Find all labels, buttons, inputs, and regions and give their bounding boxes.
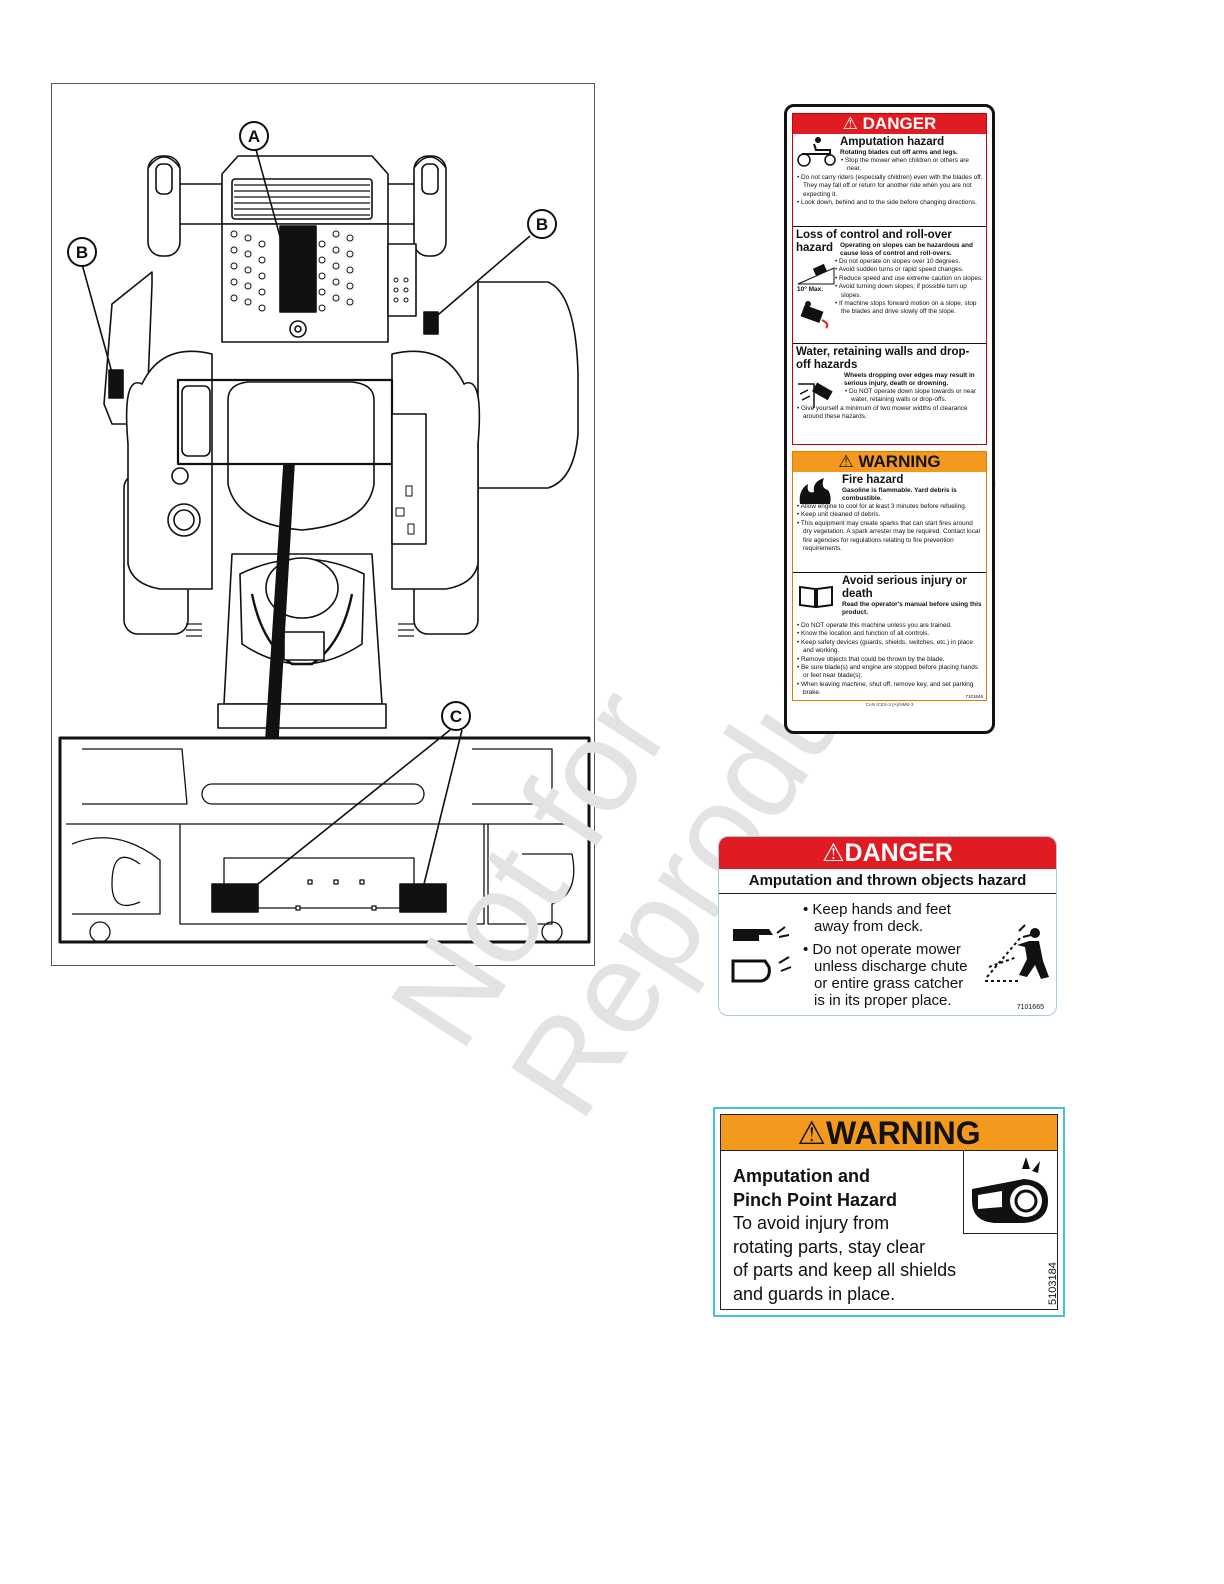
manual-section: Avoid serious injury or death Read the o… [793, 572, 986, 700]
slope-max-label: 10° Max. [797, 286, 824, 293]
dropoff-subtitle: Wheels dropping over edges may result in… [844, 372, 975, 387]
manual-item: Know the location and function of all co… [796, 630, 983, 638]
decal-part-number: 7101665 [1016, 1004, 1044, 1011]
safety-decal-7101646: ⚠ DANGER Amputation hazard Rotating blad… [784, 104, 995, 734]
manual-item: Keep safety devices (guards, shields, sw… [796, 639, 983, 656]
callout-c-label: C [450, 707, 462, 726]
danger-header: ⚠ DANGER [793, 114, 986, 134]
decal-inner-frame: ⚠WARNING Amputation and Pinch Point Haza… [720, 1114, 1059, 1310]
manual-item: Do NOT operate this machine unless you a… [796, 622, 983, 630]
callout-b-left-circle [67, 237, 97, 267]
thrown-objects-icon [985, 924, 1049, 982]
decal-part-number: 5103184 [1047, 1262, 1059, 1305]
callout-c-circle [441, 701, 471, 731]
rollover-item: Reduce speed and use extreme caution on … [834, 275, 983, 283]
fire-item: This equipment may create sparks that ca… [796, 520, 983, 554]
rollover-item: Avoid turning down slopes; if possible t… [834, 283, 983, 300]
fire-icon [799, 478, 831, 504]
rollover-item: If machine stops forward motion on a slo… [834, 300, 983, 317]
drop-off-icon [798, 382, 833, 408]
hazard-title-line: Amputation and [733, 1166, 870, 1186]
mower-top-view-drawing: A B B C [58, 121, 591, 944]
item-discharge-chute: • Do not operate mower unless discharge … [803, 941, 968, 1009]
rollover-section: Loss of control and roll-over hazard Ope… [793, 226, 986, 343]
warning-header: ⚠WARNING [721, 1115, 1057, 1151]
hazard-body-line: of parts and keep all shields [733, 1260, 957, 1280]
dropoff-item: Give yourself a minimum of two mower wid… [796, 405, 983, 422]
rollover-item: Do not operate on slopes over 10 degrees… [834, 258, 983, 266]
hazard-body-line: rotating parts, stay clear [733, 1236, 926, 1257]
fire-section: Fire hazard Gasoline is flammable. Yard … [793, 472, 986, 572]
manual-subtitle: Read the operator's manual before using … [842, 601, 982, 616]
rollover-subtitle: Operating on slopes can be hazardous and… [840, 242, 973, 257]
fire-item: Allow engine to cool for at least 3 minu… [796, 503, 983, 511]
pinch-point-pictogram [963, 1151, 1058, 1234]
amputation-subtitle: Rotating blades cut off arms and legs. [840, 149, 958, 156]
manual-title: Avoid serious injury or death [842, 575, 967, 600]
warning-header: ⚠ WARNING [793, 452, 986, 472]
hazard-body-line: To avoid injury from [733, 1213, 890, 1233]
amputation-item: Look down, behind and to the side before… [796, 199, 983, 207]
rollover-icon [800, 301, 829, 329]
safety-decal-5103184: ⚠WARNING Amputation and Pinch Point Haza… [713, 1107, 1065, 1317]
decal-footer: CAN ICES-3 (A)/NMB-3 [865, 701, 914, 707]
manual-item: When leaving machine, shut off, remove k… [796, 681, 983, 698]
manual-item: Remove objects that could be thrown by t… [796, 656, 983, 664]
belt-pinch-icon [972, 1157, 1048, 1223]
fire-item: Keep unit cleaned of debris. [796, 511, 983, 519]
callout-b-right-circle [527, 209, 557, 239]
fire-subtitle: Gasoline is flammable. Yard debris is co… [842, 487, 957, 502]
warning-panel: ⚠ WARNING Fire hazard Gasoline is flamma… [792, 451, 987, 701]
danger-header: ⚠DANGER [719, 837, 1056, 869]
dropoff-section: Water, retaining walls and drop-off haza… [793, 343, 986, 444]
decal-location-diagram: A B B C [51, 83, 595, 966]
warning-triangle-icon: ⚠ [842, 114, 858, 133]
dropoff-item: Do NOT operate down slope towards or nea… [844, 388, 983, 405]
item-keep-away: • Keep hands and feet away from deck. [803, 901, 951, 935]
hazard-body-line: and guards in place. [733, 1283, 896, 1304]
decal-part-number: 7101646 [965, 693, 983, 699]
callout-a-circle [239, 121, 269, 151]
callout-b-right-label: B [536, 215, 548, 234]
hazard-title-line: Pinch Point Hazard [733, 1189, 898, 1210]
warning-triangle-icon: ⚠ [822, 839, 845, 867]
amputation-item: Stop the mower when children or others a… [840, 157, 983, 174]
amputation-title: Amputation hazard [840, 136, 945, 148]
amputation-item: Do not carry riders (especially children… [796, 174, 983, 199]
slope-icon [797, 263, 835, 285]
hand-foot-blade-icon [731, 926, 792, 983]
warning-triangle-icon: ⚠ [838, 452, 854, 471]
manual-item: Be sure blade(s) and engine are stopped … [796, 664, 983, 681]
hazard-subheader: Amputation and thrown objects hazard [719, 869, 1056, 894]
rollover-title: Loss of control and roll-over hazard [796, 229, 952, 254]
rider-mower-icon [797, 137, 836, 167]
dropoff-title: Water, retaining walls and drop-off haza… [796, 346, 970, 371]
callout-b-left-label: B [76, 243, 88, 262]
fire-title: Fire hazard [842, 474, 904, 486]
safety-decal-7101665: ⚠DANGER Amputation and thrown objects ha… [718, 836, 1057, 1016]
hazard-text: Amputation and Pinch Point Hazard To avo… [733, 1165, 956, 1306]
rollover-item: Avoid sudden turns or rapid speed change… [834, 266, 983, 274]
warning-triangle-icon: ⚠ [797, 1115, 827, 1151]
operator-manual-icon [799, 585, 833, 609]
callout-a-label: A [248, 127, 260, 146]
danger-panel: ⚠ DANGER Amputation hazard Rotating blad… [792, 113, 987, 445]
amputation-section: Amputation hazard Rotating blades cut of… [793, 134, 986, 226]
